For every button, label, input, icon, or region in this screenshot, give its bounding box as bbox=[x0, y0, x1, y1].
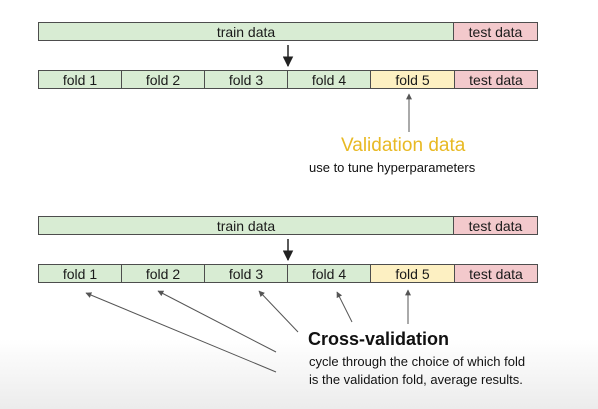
top-fold-3: fold 3 bbox=[205, 70, 288, 89]
bottom-folds-test-data-cell: test data bbox=[455, 264, 538, 283]
validation-data-title: Validation data bbox=[341, 135, 466, 156]
top-fold-5-validation: fold 5 bbox=[371, 70, 455, 89]
bottom-fold-4: fold 4 bbox=[288, 264, 371, 283]
top-fold-4: fold 4 bbox=[288, 70, 371, 89]
top-folds-test-data-cell: test data bbox=[455, 70, 538, 89]
top-fold-2: fold 2 bbox=[122, 70, 205, 89]
top-fold-1: fold 1 bbox=[38, 70, 122, 89]
bottom-fold-3: fold 3 bbox=[205, 264, 288, 283]
cv-arrow-fold-1 bbox=[85, 292, 277, 373]
cv-arrow-fold-3 bbox=[258, 290, 299, 333]
top-folds-bar: fold 1 fold 2 fold 3 fold 4 fold 5 test … bbox=[38, 70, 538, 89]
bottom-fold-1: fold 1 bbox=[38, 264, 122, 283]
bottom-split-bar: train data test data bbox=[38, 216, 538, 235]
cross-validation-title: Cross-validation bbox=[308, 329, 450, 349]
top-train-data-cell: train data bbox=[38, 22, 454, 41]
top-test-data-cell: test data bbox=[454, 22, 538, 41]
bottom-shade bbox=[0, 339, 598, 409]
cv-arrow-fold-2 bbox=[157, 290, 277, 353]
cross-validation-description-line-1: cycle through the choice of which fold bbox=[309, 354, 526, 369]
cv-arrow-fold-4 bbox=[336, 291, 353, 323]
bottom-train-data-cell: train data bbox=[38, 216, 454, 235]
bottom-folds-bar: fold 1 fold 2 fold 3 fold 4 fold 5 test … bbox=[38, 264, 538, 283]
bottom-fold-5-validation: fold 5 bbox=[371, 264, 455, 283]
top-split-bar: train data test data bbox=[38, 22, 538, 41]
bottom-fold-2: fold 2 bbox=[122, 264, 205, 283]
bottom-test-data-cell: test data bbox=[454, 216, 538, 235]
cross-validation-description-line-2: is the validation fold, average results. bbox=[309, 372, 523, 387]
validation-data-subtitle: use to tune hyperparameters bbox=[309, 160, 476, 175]
